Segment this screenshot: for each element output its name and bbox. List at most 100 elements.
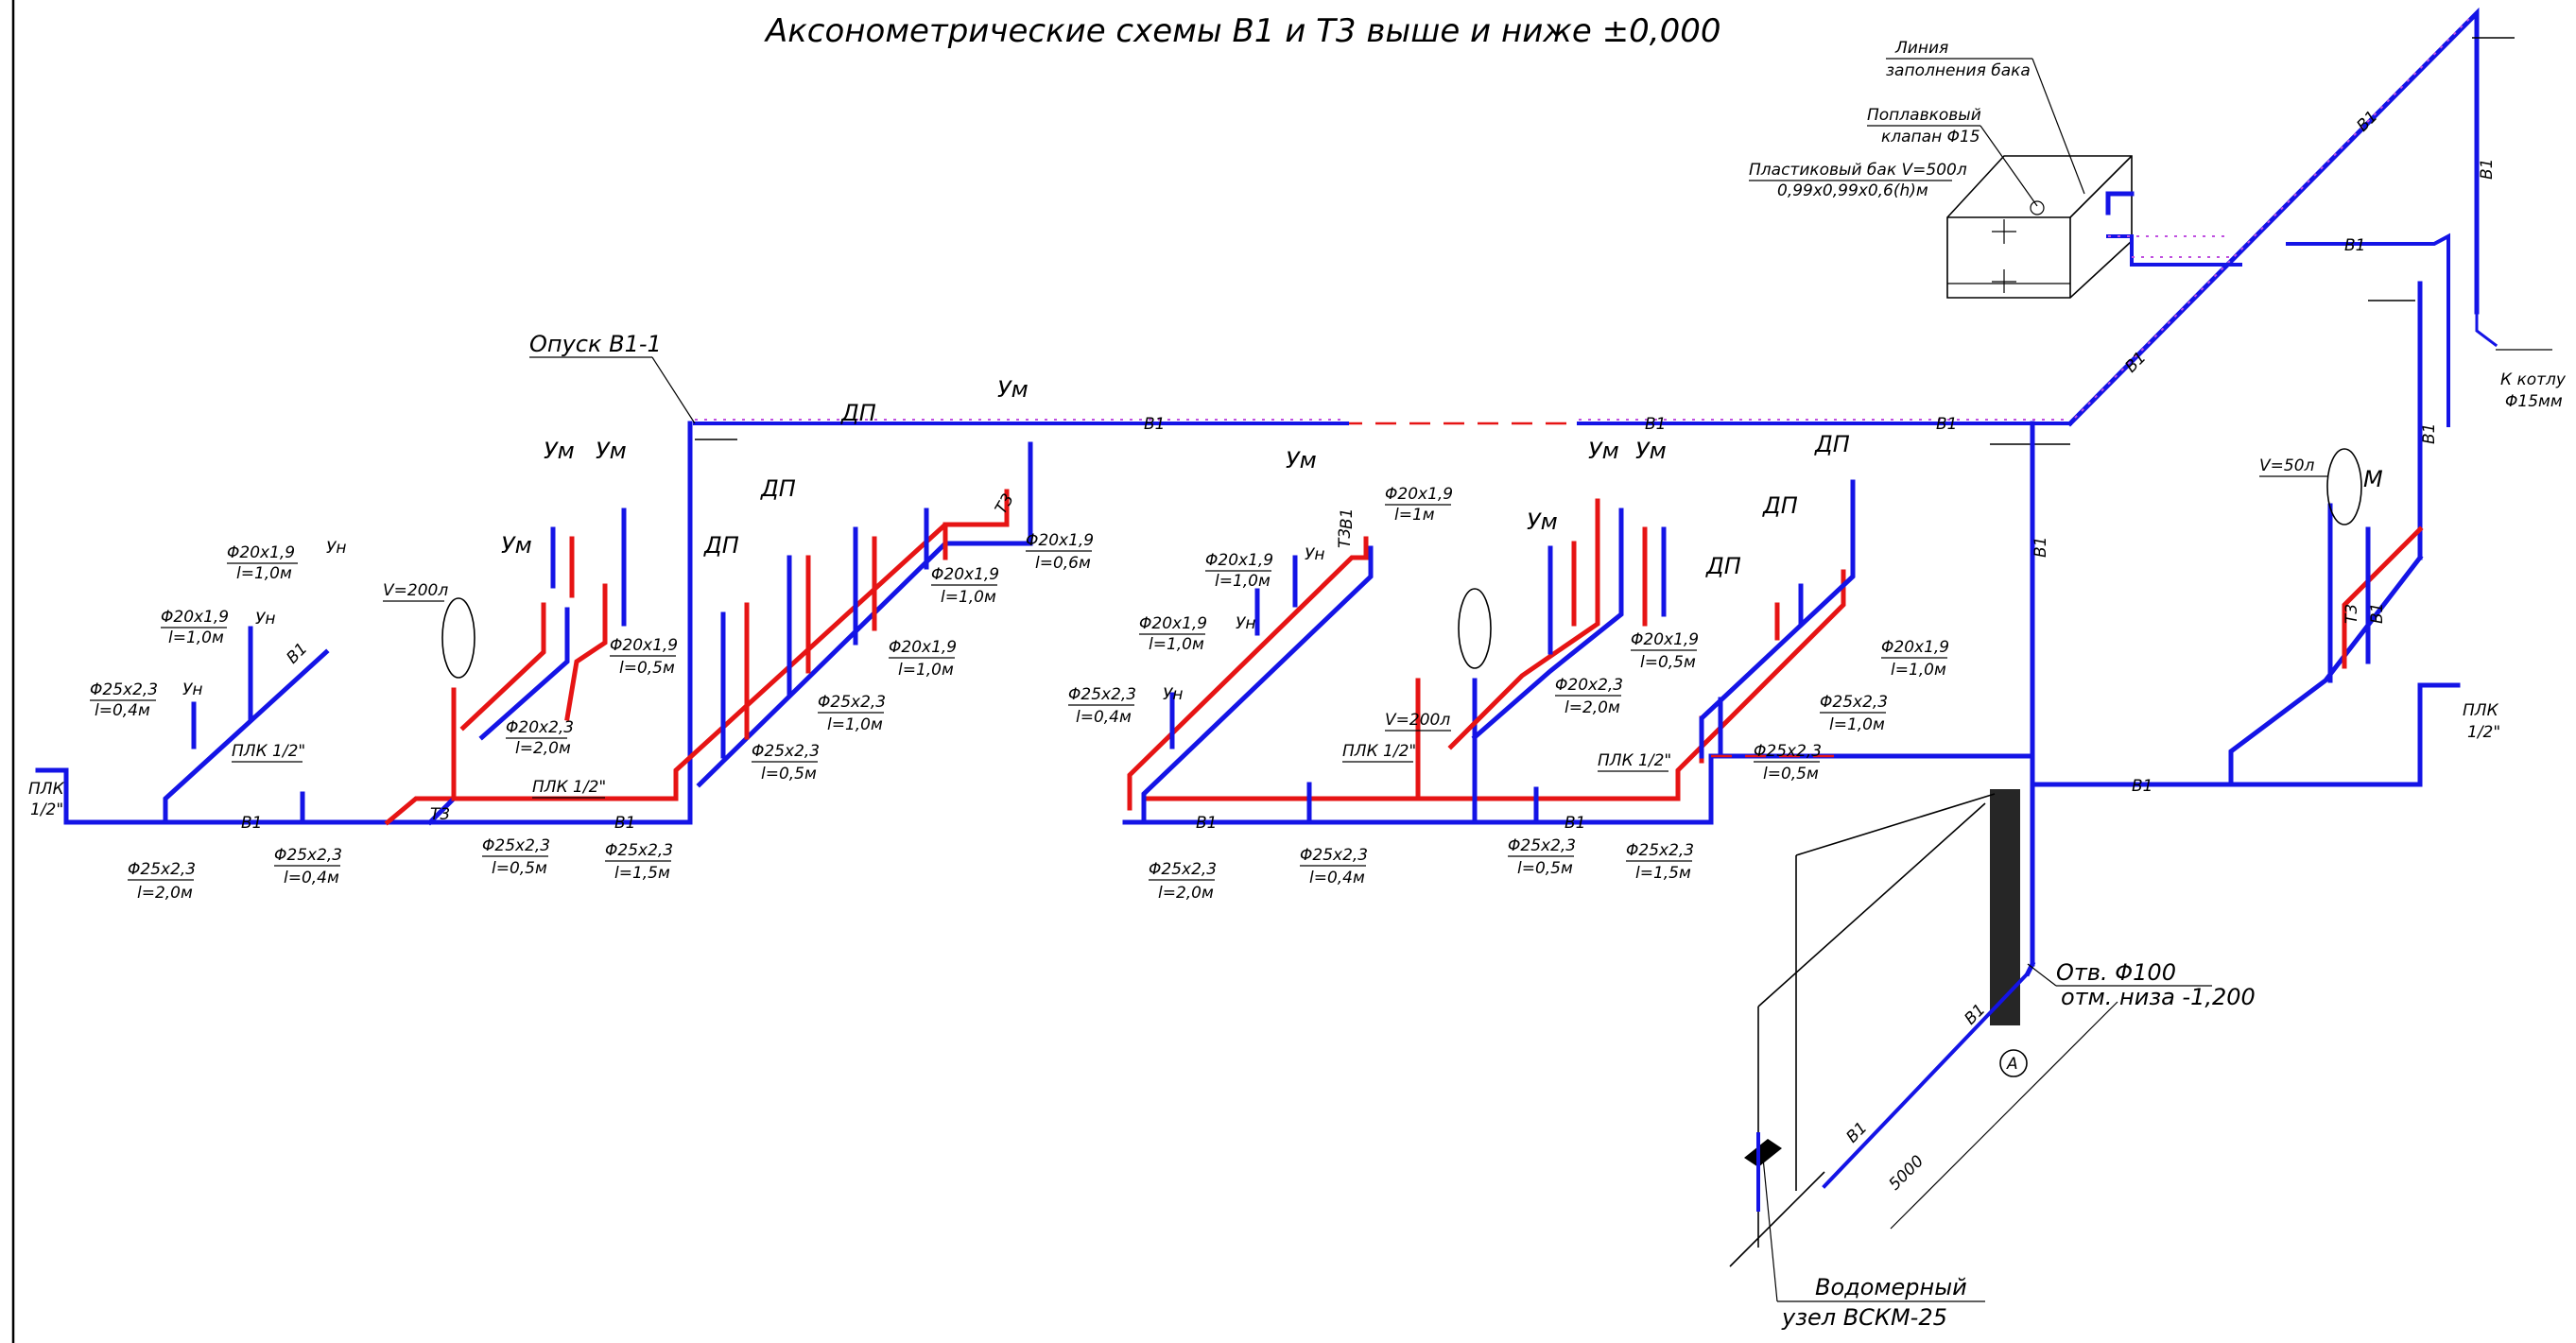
fixture-um: Ум (1635, 438, 1667, 464)
pipe-spec: Φ25х2,3 (274, 846, 342, 865)
heater-label: V=50л (2259, 456, 2315, 475)
fixture-dp: ДП (1705, 553, 1741, 579)
fill-line-label: Линия (1894, 39, 1948, 58)
label-t3: Т3 (2343, 604, 2361, 624)
pipe-spec: Φ25х2,3 (1754, 742, 1822, 761)
pipe-spec: l=1,0м (1891, 661, 1946, 680)
label-b1: В1 (2420, 423, 2439, 444)
label-b1: В1 (2031, 537, 2050, 558)
label-b1: В1 (1936, 415, 1957, 434)
riser-label: Опуск В1-1 (529, 331, 662, 357)
pipe-spec: l=1,0м (1215, 572, 1271, 591)
fixture-un: Ун (326, 539, 346, 558)
axis-label: А (2006, 1055, 2018, 1074)
plk-label: ПЛК 1/2" (232, 742, 305, 761)
water-heater-200 (441, 597, 475, 679)
pipe-spec: l=0,5м (761, 765, 817, 783)
pipe-spec: l=0,5м (1763, 765, 1819, 783)
opening-label: Отв. Φ100 (2056, 959, 2176, 986)
heater-label: V=200л (1385, 711, 1450, 730)
pipe-spec: Φ20х1,9 (610, 636, 678, 655)
boiler-note: К котлу (2500, 370, 2567, 389)
pipe-spec: l=0,4м (1309, 869, 1365, 887)
label-b1: В1 (1645, 415, 1666, 434)
label-t3: Т3 (430, 805, 450, 824)
opening-label: отм. низа -1,200 (2061, 984, 2256, 1010)
label-b1: В1 (1144, 415, 1165, 434)
label-b1: В1 (1565, 814, 1585, 833)
pipe-spec: Φ25х2,3 (605, 841, 673, 860)
pipe-spec: l=1,0м (168, 628, 224, 647)
fixture-dp: ДП (1762, 492, 1798, 519)
pipe-spec: l=1,0м (1829, 715, 1885, 734)
pipe-spec: l=2,0м (1565, 698, 1620, 717)
pipe-spec: Φ20х1,9 (931, 565, 999, 584)
pipe-spec: Φ25х2,3 (1300, 846, 1368, 865)
pipe-spec: Φ25х2,3 (1626, 841, 1694, 860)
pipe-spec: Φ20х2,3 (1555, 676, 1623, 695)
plk-label: ПЛК 1/2" (1598, 751, 1671, 770)
tank-labels: Линия заполнения бака Поплавковый клапан… (1749, 39, 2085, 207)
pipe-spec: l=0,6м (1035, 554, 1091, 573)
water-heater-200 (1458, 588, 1492, 669)
pipe-spec: Φ20х1,9 (889, 638, 957, 657)
pipe-spec: Φ25х2,3 (1068, 685, 1136, 704)
fixture-un: Ун (1305, 545, 1324, 564)
pipe-spec: Φ25х2,3 (128, 860, 196, 879)
diagram-title: Аксонометрические схемы В1 и Т3 выше и н… (764, 12, 1720, 50)
pipe-spec: Φ25х2,3 (818, 693, 886, 712)
plk-label: ПЛК (2463, 701, 2499, 720)
plk-label: ПЛК (28, 780, 65, 799)
pipe-spec: l=0,4м (95, 701, 150, 720)
pipe-spec: Φ25х2,3 (482, 836, 550, 855)
float-valve-label: клапан Φ15 (1881, 128, 1980, 146)
central-riser: В1 В1 (1843, 421, 2461, 967)
label-b1: В1 (2121, 348, 2150, 376)
label-b1: В1 (241, 814, 262, 833)
plk-label: 1/2" (30, 801, 63, 819)
water-heater-50 (2326, 448, 2362, 525)
pipe-spec: Φ20х2,3 (506, 718, 574, 737)
pipe-spec: l=0,5м (619, 659, 675, 678)
fixture-um: Ум (1527, 508, 1558, 535)
label-b1: В1 (1196, 814, 1217, 833)
fixture-um: Ум (1588, 438, 1619, 464)
fixture-dp: ДП (703, 532, 739, 559)
fixture-dp: ДП (840, 400, 876, 426)
fixture-um: Ум (544, 438, 575, 464)
fixture-m: М (2363, 466, 2383, 492)
pipe-spec: l=0,4м (1076, 708, 1132, 727)
fixture-un: Ун (1163, 685, 1183, 704)
label-b1: В1 (2478, 159, 2497, 180)
label-t3: Т3 (992, 491, 1018, 517)
pipe-spec: Φ20х1,9 (1026, 531, 1094, 550)
pipe-spec: l=1м (1394, 506, 1435, 525)
pipe-spec: Φ25х2,3 (1820, 693, 1888, 712)
dimension-label: 5000 (1885, 1152, 1928, 1195)
fixture-dp: ДП (760, 475, 796, 502)
heater-label: V=200л (383, 581, 448, 600)
tank-name-label: 0,99х0,99х0,6(h)м (1777, 181, 1928, 200)
fixture-dp: ДП (1814, 431, 1850, 457)
tank-name-label: Пластиковый бак V=500л (1749, 161, 1967, 180)
pipe-spec: Φ20х1,9 (227, 543, 295, 562)
storage-tank: В1 (1946, 155, 2450, 427)
pipe-spec: l=2,0м (137, 884, 193, 903)
pipe-spec: l=1,0м (827, 715, 883, 734)
pipe-spec: l=0,4м (284, 869, 339, 887)
pipe-spec: l=2,0м (1158, 884, 1214, 903)
left-block-labels: Опуск В1-1 ДП Ум ДП ДП Ум Ум Ум Ун Ун Ун… (28, 331, 1094, 903)
pipe-spec: l=0,5м (1517, 859, 1573, 878)
pipe-spec: Φ20х1,9 (1385, 485, 1453, 504)
pipe-spec: Φ25х2,3 (752, 742, 820, 761)
label-b1: В1 (1961, 1000, 1989, 1028)
plk-label: ПЛК 1/2" (1342, 742, 1416, 761)
label-t3: Т3 (1336, 528, 1355, 548)
pipe-spec: Φ20х1,9 (1881, 638, 1949, 657)
fixture-um: Ум (501, 532, 532, 559)
label-b1: В1 (2344, 236, 2365, 255)
main-distribution-line: В1 В1 В1 В1 В1 В1 (693, 7, 2515, 445)
label-b1: В1 (1338, 508, 1357, 529)
pipe-spec: l=1,0м (236, 564, 292, 583)
pipe-spec: l=1,0м (898, 661, 954, 680)
